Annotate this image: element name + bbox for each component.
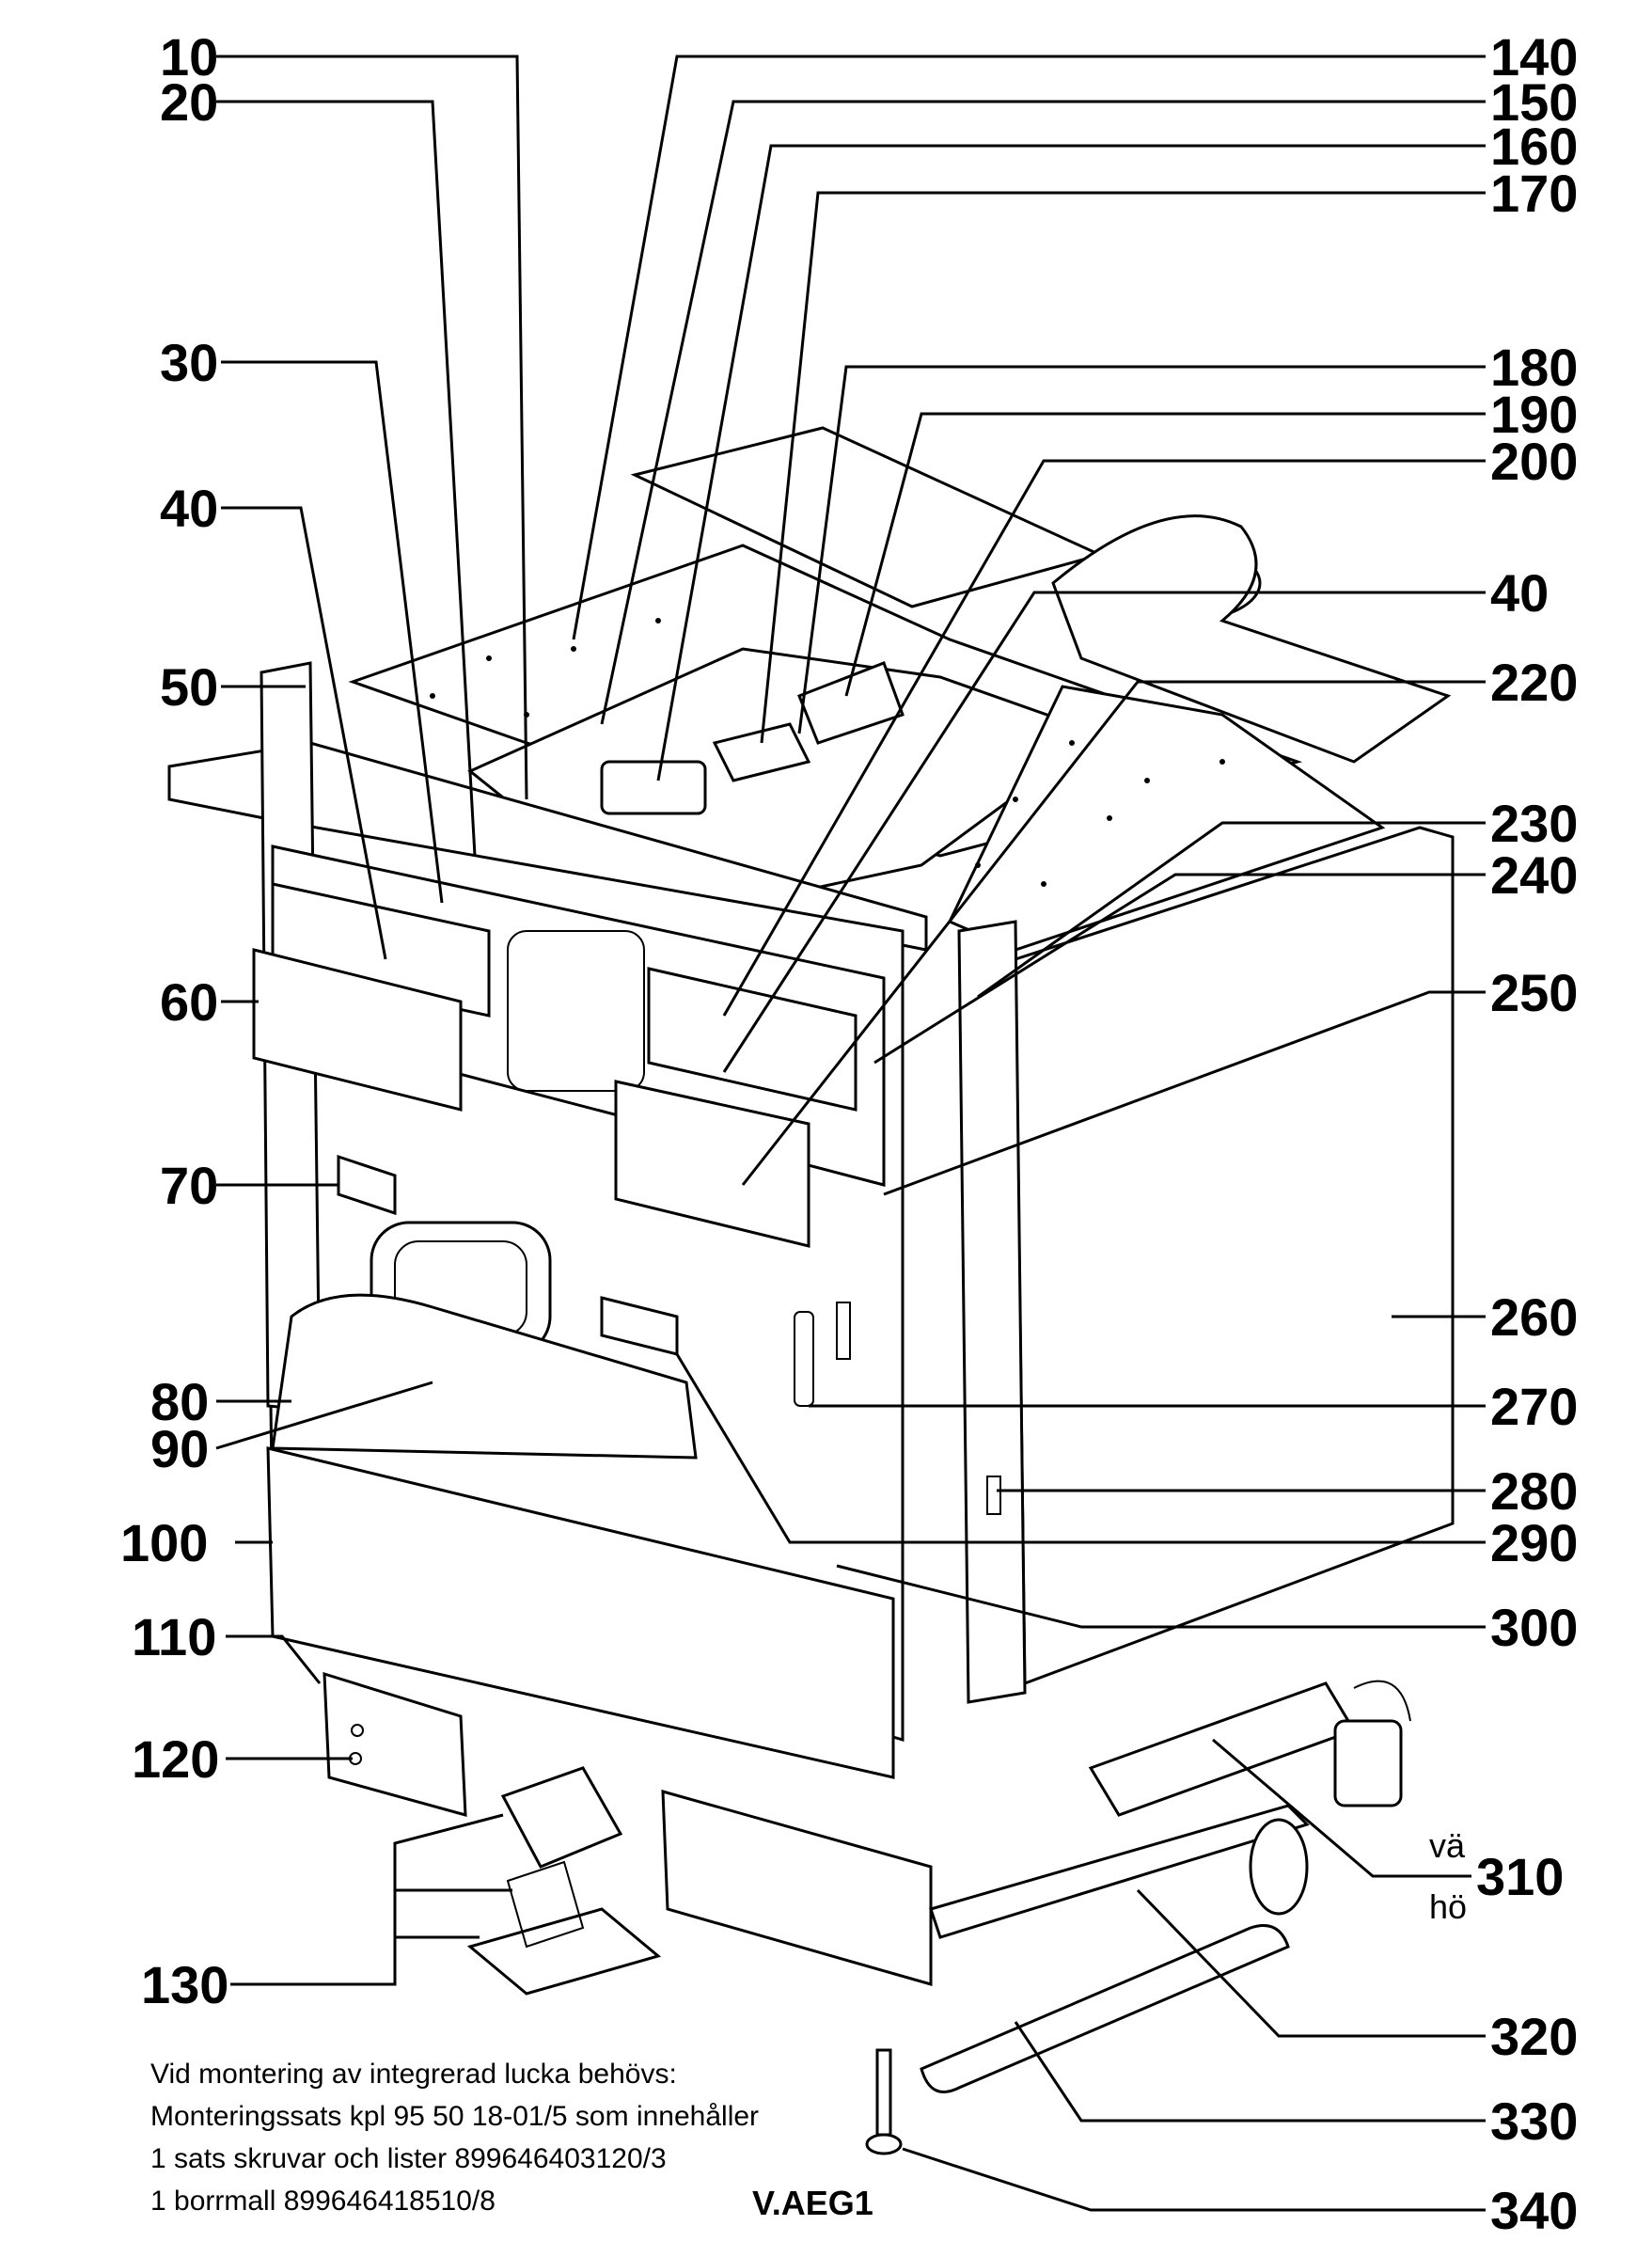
screw-shaft [875,2048,892,2137]
label-110: 110 [132,1607,216,1666]
label-340: 340 [1490,2181,1578,2240]
component-190 [797,661,905,745]
note-line-3: 1 sats skruvar och lister 899646403120/3 [150,2143,667,2174]
label-270: 270 [1490,1377,1578,1436]
assembly-note: Vid montering av integrerad lucka behövs… [150,2059,759,2217]
label-260: 260 [1490,1287,1578,1347]
component-170 [600,760,707,815]
front-panel-right [614,1080,810,1248]
front-panel-left [252,948,463,1112]
label-90: 90 [150,1419,209,1478]
label-250: 250 [1490,963,1578,1022]
label-150: 150 [1490,72,1578,132]
label-80: 80 [150,1372,209,1431]
label-160: 160 [1490,117,1578,176]
bottom-rail [661,1789,933,1986]
label-300: 300 [1490,1598,1578,1657]
label-190: 190 [1490,385,1578,444]
label-40-right: 40 [1490,563,1549,623]
label-290: 290 [1490,1513,1578,1572]
label-120: 120 [132,1729,219,1789]
label-240: 240 [1490,845,1578,905]
label-320: 320 [1490,2007,1578,2066]
note-line-2: Monteringssats kpl 95 50 18-01/5 som inn… [150,2101,759,2132]
heater-tube [920,1924,1290,2093]
label-10: 10 [160,27,218,87]
control-recess [507,930,645,1092]
label-180: 180 [1490,338,1578,397]
right-column [957,920,1027,1704]
control-board-right [647,967,857,1112]
foot-plate-top [500,1766,623,1869]
leader-lines [215,55,1486,2212]
note-line-1: Vid montering av integrerad lucka behövs… [150,2059,677,2090]
slot-b [986,1476,1001,1515]
bracket-hole-a [351,1724,364,1737]
foot-mechanism [506,1860,585,1949]
heater-end [1249,1818,1309,1916]
side-label-left: vä [1429,1826,1466,1865]
note-line-4: 1 borrmall 899646418510/8 [150,2186,496,2217]
clip-270 [794,1311,814,1407]
label-40-left: 40 [160,479,218,538]
label-70: 70 [160,1156,218,1215]
insulation-roll [1051,514,1452,764]
control-board-left [271,882,491,1018]
label-20: 20 [160,72,218,132]
label-280: 280 [1490,1461,1578,1521]
label-140: 140 [1490,27,1578,87]
foot-plate [466,1907,662,1996]
label-220: 220 [1490,653,1578,712]
left-labels: 10 20 30 40 50 60 70 80 90 100 110 120 1… [120,27,228,2014]
side-panel [1014,826,1455,1686]
label-50: 50 [160,657,218,717]
label-310: 310 [1476,1847,1564,1906]
label-30: 30 [160,333,218,392]
label-130: 130 [141,1955,228,2014]
label-100: 100 [120,1513,208,1572]
bracket-70 [337,1154,397,1216]
label-200: 200 [1490,432,1578,491]
label-170: 170 [1490,164,1578,223]
screw-head [865,2133,903,2155]
slot-a [836,1302,851,1360]
foot-bracket [323,1671,467,1817]
label-330: 330 [1490,2091,1578,2151]
label-230: 230 [1490,794,1578,853]
side-label-right: hö [1429,1887,1467,1926]
bottom-tray [929,1804,1310,1939]
lower-insulation [271,1293,698,1460]
insulation-texture [430,618,1225,887]
drawing-code: V.AEG1 [752,2184,873,2222]
pump-connector [1333,1719,1403,1807]
component-180 [712,722,811,782]
appliance-drawing [167,426,1455,2155]
label-60: 60 [160,972,218,1032]
right-labels: 140 150 160 170 180 190 200 40 220 230 2… [1429,27,1578,2240]
plinth-front [266,1446,895,1779]
pump-hose [1353,1680,1411,1722]
